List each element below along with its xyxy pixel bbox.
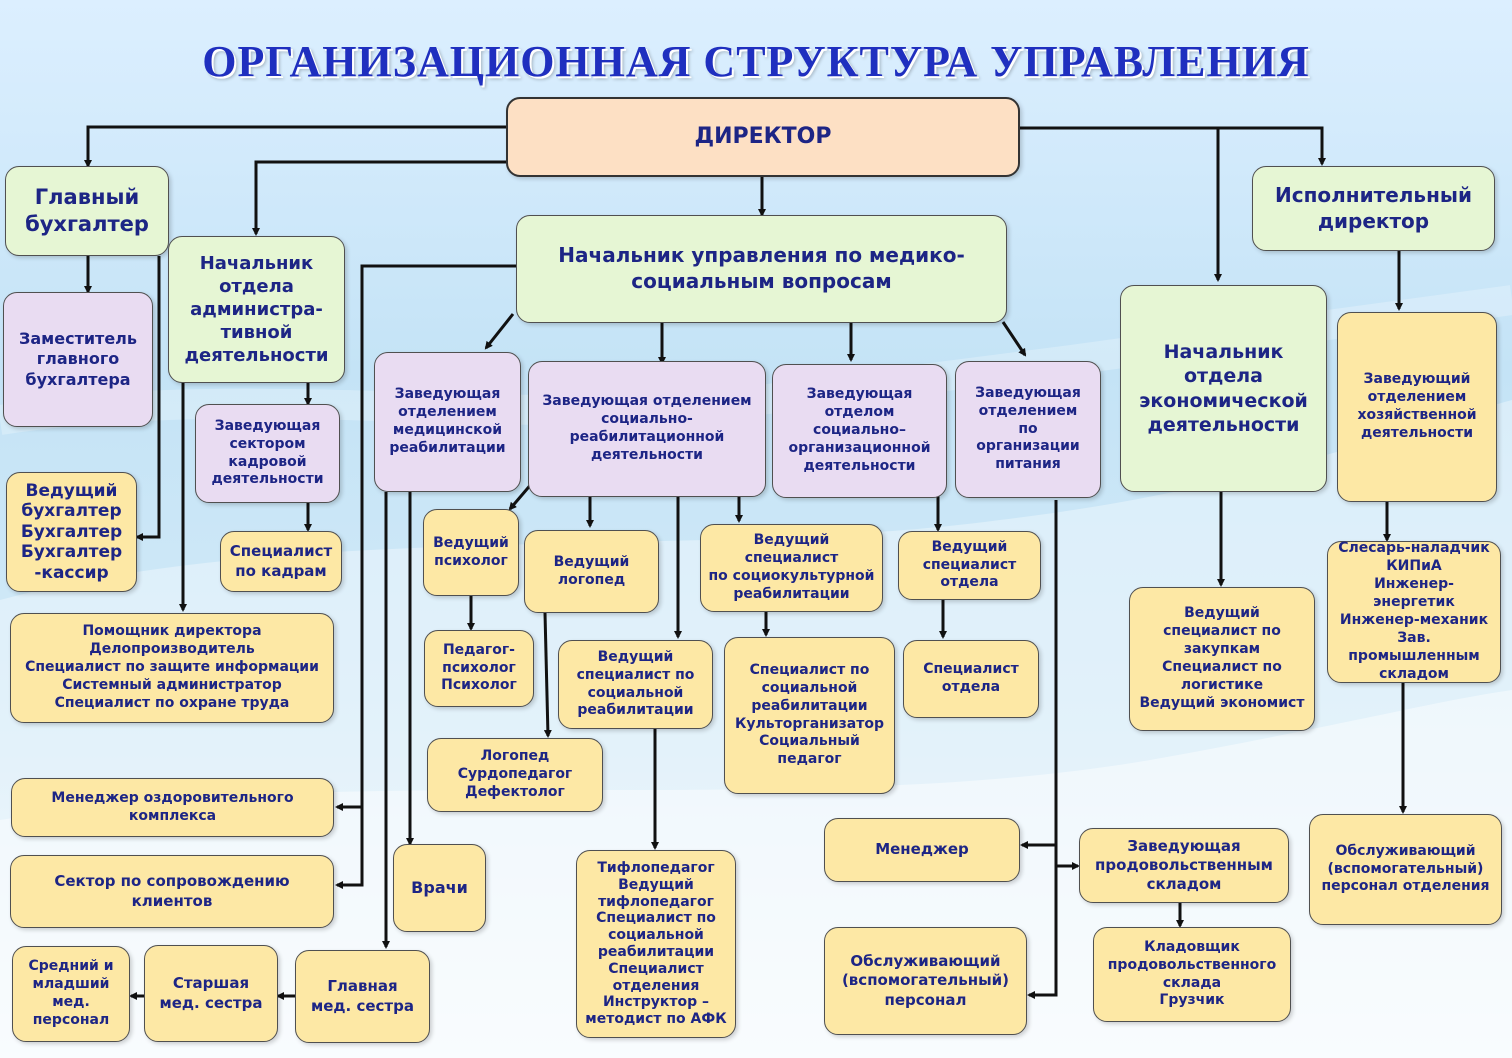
head-social-rehab-box: Заведующая отделением социально- реабили… — [528, 361, 766, 497]
exec-director-box: Исполнительный директор — [1252, 166, 1495, 251]
dept-specialist-box: Специалист отдела — [903, 640, 1039, 718]
hr-specialist-box: Специалист по кадрам — [220, 531, 342, 592]
household-service-box: Обслуживающий (вспомогательный) персонал… — [1309, 814, 1502, 925]
head-household-box: Заведующий отделением хозяйственной деят… — [1337, 312, 1497, 502]
head-hr-sector-box: Заведующая сектором кадровой деятельност… — [195, 404, 340, 503]
doctors-box: Врачи — [393, 844, 486, 932]
storekeeper-box: Кладовщик продовольственного склада Груз… — [1093, 927, 1291, 1022]
tiflo-staff-box: Тифлопедагог Ведущий тифлопедагог Специа… — [576, 850, 736, 1038]
deputy-chief-accountant-box: Заместитель главного бухгалтера — [3, 292, 153, 427]
lead-social-rehab-box: Ведущий специалист по социальной реабили… — [558, 640, 713, 729]
client-support-box: Сектор по сопровождению клиентов — [10, 855, 334, 928]
chief-accountant-box: Главный бухгалтер — [5, 166, 169, 256]
sociocultural-staff-box: Специалист по социальной реабилитации Ку… — [724, 637, 895, 794]
page-title: ОРГАНИЗАЦИОННАЯ СТРУКТУРА УПРАВЛЕНИЯ — [202, 37, 1310, 86]
economic-staff-box: Ведущий специалист по закупкам Специалис… — [1129, 587, 1315, 731]
accountants-box: Ведущий бухгалтер Бухгалтер Бухгалтер -к… — [6, 472, 137, 592]
head-med-rehab-box: Заведующая отделением медицинской реабил… — [374, 352, 521, 492]
speech-staff-box: Логопед Сурдопедагог Дефектолог — [427, 738, 603, 812]
head-sociocultural-box: Заведующая отделом социально– организаци… — [772, 364, 947, 498]
lead-speech-box: Ведущий логопед — [524, 530, 659, 613]
health-manager-box: Менеджер оздоровительного комплекса — [11, 778, 334, 837]
lead-sociocultural-box: Ведущий специалист по социокультурной ре… — [700, 524, 883, 612]
head-admin-box: Начальник отдела администра- тивной деят… — [168, 236, 345, 383]
admin-staff-box: Помощник директора Делопроизводитель Спе… — [10, 613, 334, 723]
head-medsocial-box: Начальник управления по медико- социальн… — [516, 215, 1007, 323]
lead-dept-specialist-box: Ведущий специалист отдела — [898, 531, 1041, 600]
lead-psychologist-box: Ведущий психолог — [423, 509, 519, 596]
head-nurse-box: Главная мед. сестра — [295, 950, 430, 1043]
head-economic-box: Начальник отдела экономической деятельно… — [1120, 285, 1327, 492]
head-food-store-box: Заведующая продовольственным складом — [1079, 828, 1289, 903]
director-box: ДИРЕКТОР — [506, 97, 1020, 177]
manager-box: Менеджер — [824, 818, 1020, 882]
technical-staff-box: Слесарь-наладчик КИПиА Инженер-энергетик… — [1327, 540, 1501, 683]
senior-nurse-box: Старшая мед. сестра — [144, 945, 278, 1042]
psychologists-box: Педагог- психолог Психолог — [424, 630, 534, 707]
service-staff-box: Обслуживающий (вспомогательный) персонал — [824, 927, 1027, 1035]
head-nutrition-box: Заведующая отделением по организации пит… — [955, 361, 1101, 498]
junior-med-box: Средний и младший мед. персонал — [12, 946, 130, 1042]
